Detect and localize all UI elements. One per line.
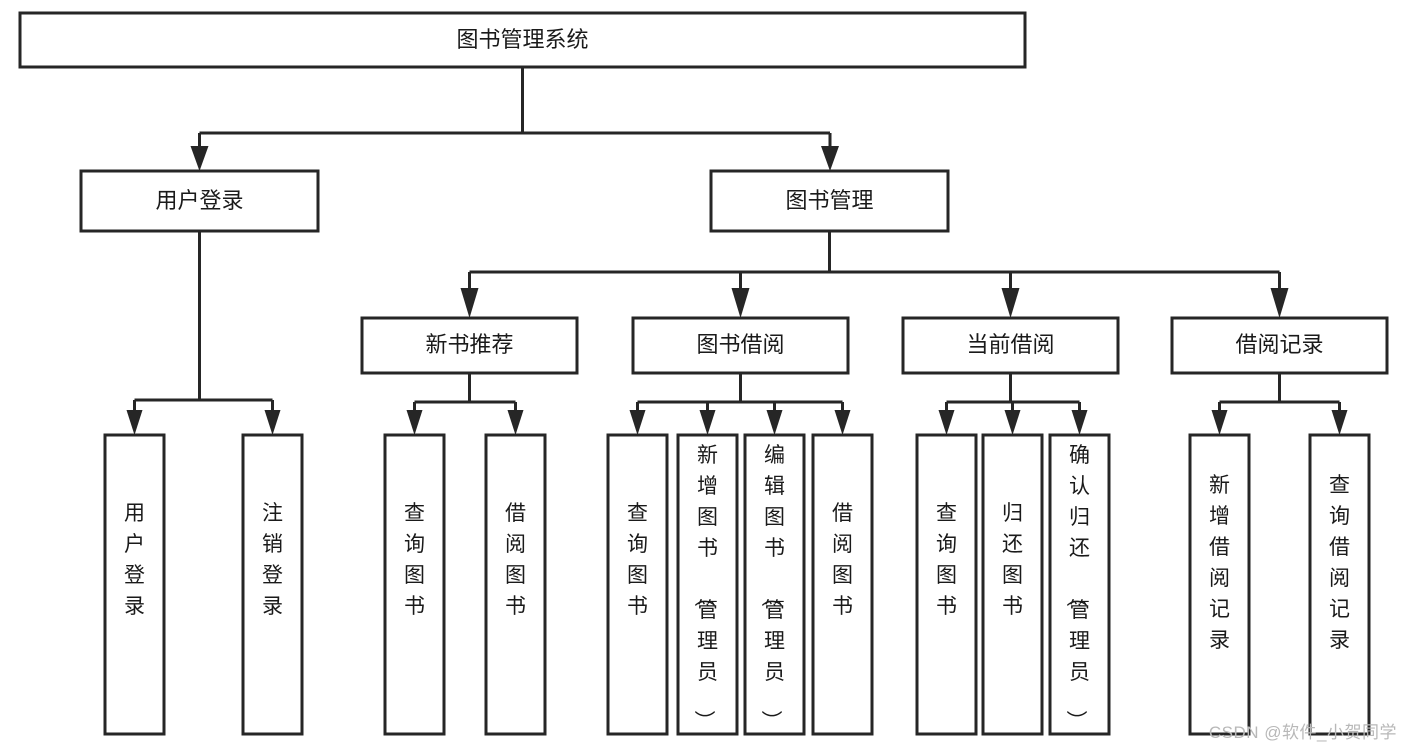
node-user-login-label: 用户登录: [155, 188, 243, 213]
node-book-borrow[interactable]: 图书借阅: [631, 316, 850, 375]
arrow-to-leaf-query-book-rec: [406, 410, 423, 435]
node-book-manage-box: [709, 169, 950, 233]
arrow-to-book-manage: [821, 146, 839, 171]
node-leaf-query-book-borrow-box: [606, 433, 669, 736]
node-leaf-return-book-label: 归还图书: [1002, 502, 1023, 618]
arrow-to-leaf-add-borrow-record: [1211, 410, 1228, 435]
node-leaf-add-borrow-record-box: [1188, 433, 1251, 736]
node-current-borrow-label: 当前借阅: [966, 332, 1054, 357]
node-root-label: 图书管理系统: [456, 27, 588, 52]
node-leaf-query-book-current-label: 查询图书: [936, 502, 957, 618]
edge-layer: [126, 67, 1348, 435]
node-leaf-confirm-return-admin-label: 确认归还（管理员）: [1064, 444, 1090, 731]
node-leaf-query-book-rec-label: 查询图书: [404, 502, 425, 618]
node-leaf-user-login-box: [103, 433, 166, 736]
arrow-to-borrow-record: [1270, 288, 1289, 318]
node-leaf-user-logout[interactable]: 注销登录: [241, 433, 304, 736]
arrow-to-leaf-add-book-admin: [699, 410, 716, 435]
node-leaf-borrow-book-label: 借阅图书: [832, 502, 853, 618]
node-book-manage-label: 图书管理: [785, 188, 873, 213]
node-new-book-recommend[interactable]: 新书推荐: [360, 316, 579, 375]
arrow-to-new-book-recommend: [460, 288, 479, 318]
edge-bookmanage-to-bus: [468, 231, 1281, 290]
node-leaf-query-book-rec[interactable]: 查询图书: [383, 433, 446, 736]
arrow-to-leaf-borrow-book: [834, 410, 851, 435]
node-book-borrow-label: 图书借阅: [696, 332, 784, 357]
node-book-borrow-box: [631, 316, 850, 375]
arrow-to-leaf-borrow-book-rec: [507, 410, 524, 435]
node-leaf-add-borrow-record-label: 新增借阅记录: [1209, 474, 1230, 652]
arrow-to-book-borrow: [731, 288, 750, 318]
node-leaf-query-borrow-record-box: [1308, 433, 1371, 736]
arrow-to-leaf-user-login: [126, 410, 143, 435]
arrow-to-leaf-edit-book-admin: [766, 410, 783, 435]
node-leaf-query-book-current[interactable]: 查询图书: [915, 433, 978, 736]
node-leaf-borrow-book-rec-label: 借阅图书: [505, 502, 526, 618]
node-leaf-edit-book-admin-box: [743, 433, 806, 736]
node-leaf-confirm-return-admin[interactable]: 确认归还（管理员）: [1048, 433, 1111, 736]
arrow-to-leaf-query-book-borrow: [629, 410, 646, 435]
arrow-to-leaf-query-borrow-record: [1331, 410, 1348, 435]
node-leaf-query-book-current-box: [915, 433, 978, 736]
edge-userlogin-to-bus: [133, 231, 274, 412]
node-leaf-query-book-borrow-label: 查询图书: [627, 502, 648, 618]
node-leaf-add-book-admin[interactable]: 新增图书（管理员）: [676, 433, 739, 736]
node-borrow-record-label: 借阅记录: [1235, 332, 1323, 357]
node-leaf-query-book-borrow[interactable]: 查询图书: [606, 433, 669, 736]
node-leaf-query-book-rec-box: [383, 433, 446, 736]
node-leaf-return-book-box: [981, 433, 1044, 736]
node-leaf-query-borrow-record-label: 查询借阅记录: [1329, 474, 1350, 652]
node-leaf-borrow-book-rec[interactable]: 借阅图书: [484, 433, 547, 736]
node-new-book-recommend-box: [360, 316, 579, 375]
node-leaf-query-borrow-record[interactable]: 查询借阅记录: [1308, 433, 1371, 736]
node-leaf-edit-book-admin-label: 编辑图书（管理员）: [759, 444, 785, 731]
csdn-watermark: CSDN @软件_小贺同学: [1208, 723, 1397, 742]
edge-borrowrecord-to-bus: [1218, 373, 1341, 412]
edge-currentborrow-to-bus: [945, 373, 1081, 412]
node-leaf-add-borrow-record[interactable]: 新增借阅记录: [1188, 433, 1251, 736]
node-leaf-return-book[interactable]: 归还图书: [981, 433, 1044, 736]
node-root[interactable]: 图书管理系统: [18, 11, 1027, 69]
node-leaf-borrow-book-rec-box: [484, 433, 547, 736]
node-leaf-user-login-label: 用户登录: [124, 502, 145, 618]
arrow-to-leaf-confirm-return-admin: [1071, 410, 1088, 435]
edge-newbook-to-bus: [413, 373, 517, 412]
node-leaf-user-logout-box: [241, 433, 304, 736]
node-current-borrow[interactable]: 当前借阅: [901, 316, 1120, 375]
node-user-login-box: [79, 169, 320, 233]
arrow-to-user-login: [190, 146, 209, 171]
edge-root-to-bus: [198, 67, 832, 148]
arrow-to-current-borrow: [1001, 288, 1020, 318]
node-leaf-add-book-admin-label: 新增图书（管理员）: [692, 444, 718, 731]
node-leaf-user-logout-label: 注销登录: [262, 502, 283, 618]
node-new-book-recommend-label: 新书推荐: [425, 332, 513, 357]
node-leaf-add-book-admin-box: [676, 433, 739, 736]
arrow-to-leaf-user-logout: [264, 410, 281, 435]
node-leaf-confirm-return-admin-box: [1048, 433, 1111, 736]
node-leaf-borrow-book-box: [811, 433, 874, 736]
node-borrow-record-box: [1170, 316, 1389, 375]
node-book-manage[interactable]: 图书管理: [709, 169, 950, 233]
node-borrow-record[interactable]: 借阅记录: [1170, 316, 1389, 375]
node-leaf-user-login[interactable]: 用户登录: [103, 433, 166, 736]
node-user-login[interactable]: 用户登录: [79, 169, 320, 233]
node-leaf-edit-book-admin[interactable]: 编辑图书（管理员）: [743, 433, 806, 736]
arrow-to-leaf-return-book: [1004, 410, 1021, 435]
edge-bookborrow-to-bus: [636, 373, 844, 412]
node-leaf-borrow-book[interactable]: 借阅图书: [811, 433, 874, 736]
arrow-to-leaf-query-book-current: [938, 410, 955, 435]
node-root-box: [18, 11, 1027, 69]
node-current-borrow-box: [901, 316, 1120, 375]
